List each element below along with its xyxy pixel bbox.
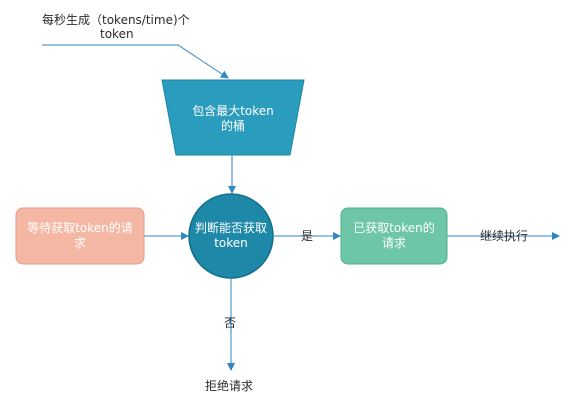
waiting-request-label: 等待获取token的请 求 xyxy=(16,221,144,251)
bucket-label: 包含最大token 的桶 xyxy=(176,104,290,134)
rate-label-line2: token xyxy=(100,27,134,41)
acquired-request-label-line1: 已获取token的 xyxy=(353,221,435,235)
rate-label-line1: 每秒生成（tokens/time)个 xyxy=(42,13,190,27)
no-label: 否 xyxy=(224,316,237,330)
yes-label: 是 xyxy=(301,229,314,243)
waiting-request-label-line1: 等待获取token的请 xyxy=(27,221,133,235)
decision-label-line2: token xyxy=(214,236,248,250)
decision-label: 判断能否获取 token xyxy=(186,221,276,251)
rate-connector xyxy=(42,44,229,79)
continue-label: 继续执行 xyxy=(480,229,529,243)
reject-label: 拒绝请求 xyxy=(205,379,254,393)
bucket-node xyxy=(161,79,305,156)
decision-label-line1: 判断能否获取 xyxy=(194,221,267,235)
acquired-request-label-line2: 请求 xyxy=(381,236,406,250)
bucket-label-line1: 包含最大token xyxy=(192,104,274,118)
bucket-label-line2: 的桶 xyxy=(220,119,245,133)
acquired-request-label: 已获取token的 请求 xyxy=(341,221,447,251)
waiting-request-label-line2: 求 xyxy=(73,236,86,250)
